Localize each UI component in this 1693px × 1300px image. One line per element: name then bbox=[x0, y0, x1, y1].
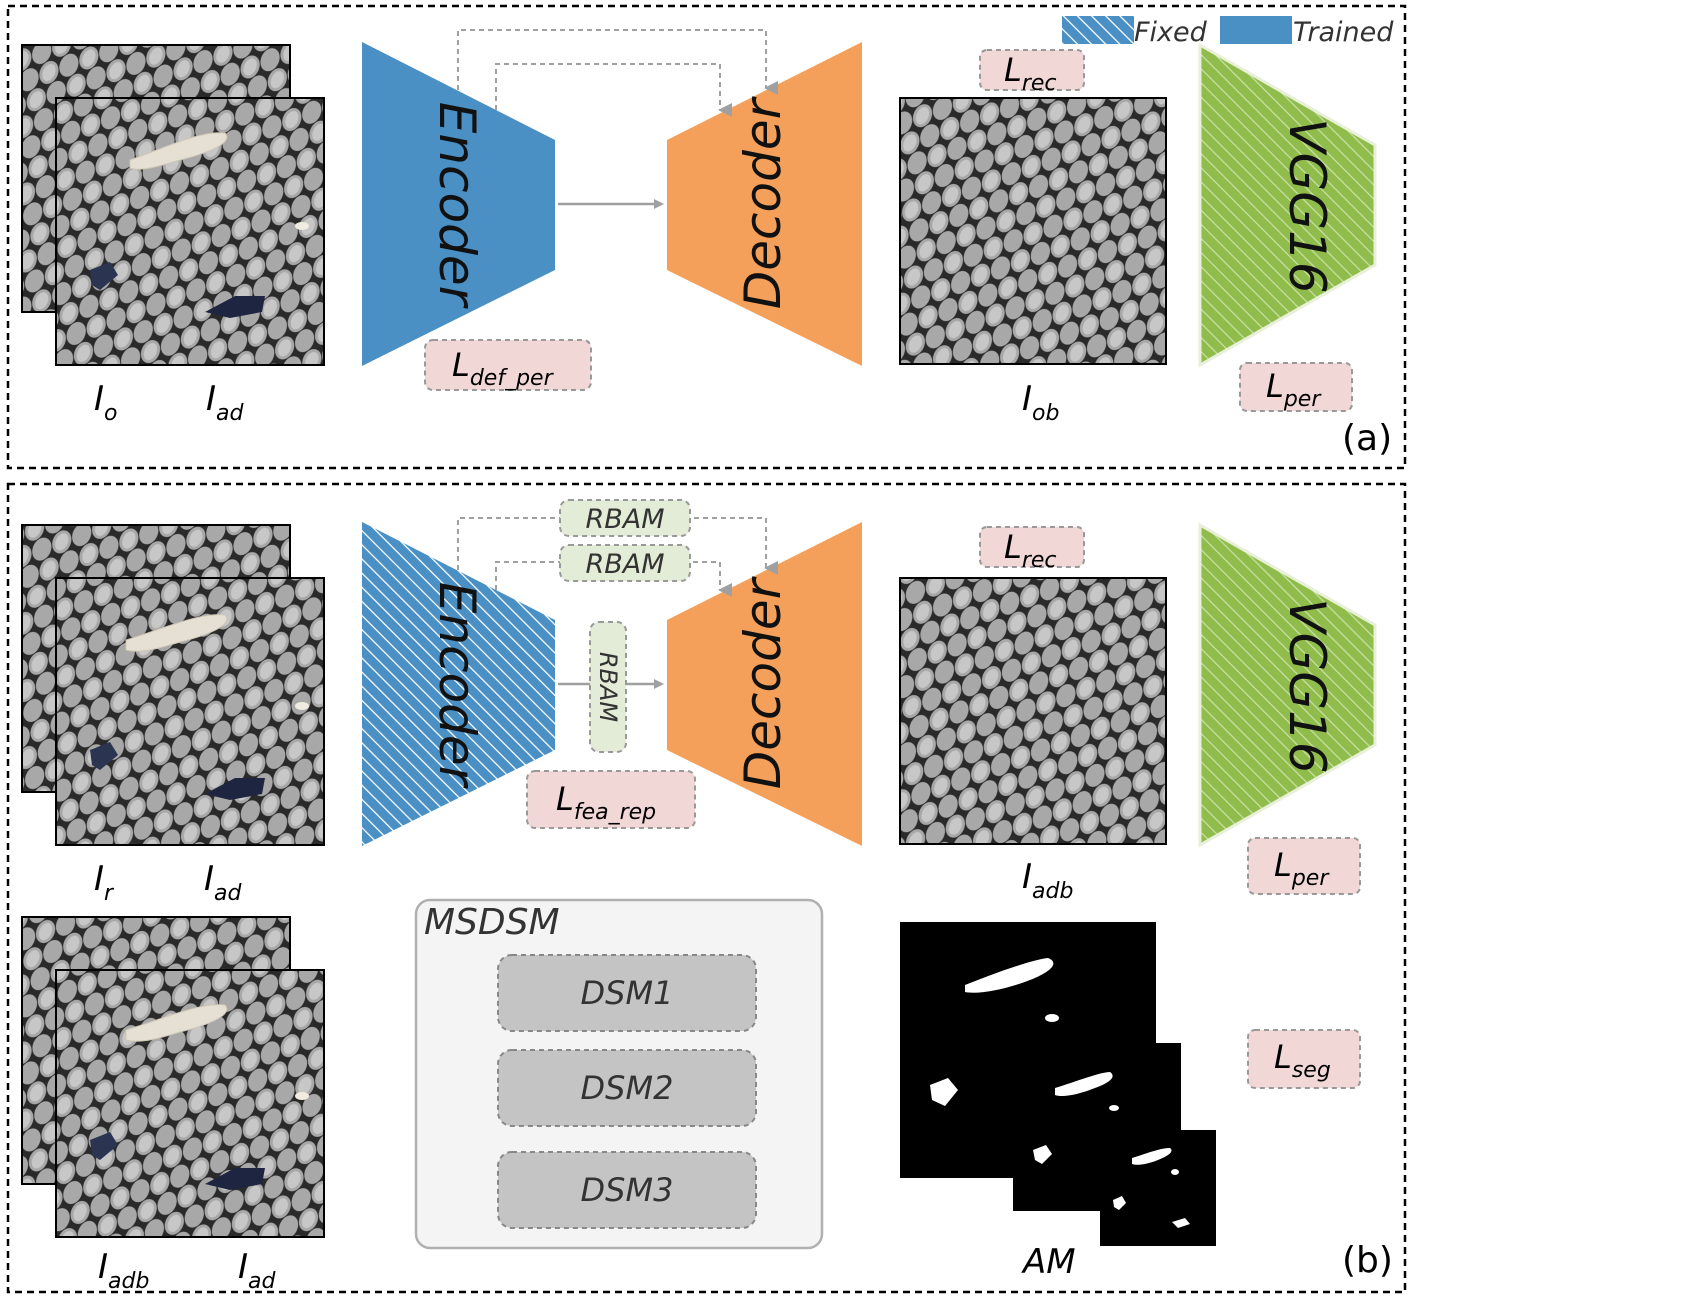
panel-a-border bbox=[6, 4, 1407, 470]
loss-per-b bbox=[1247, 837, 1361, 895]
encoder-b bbox=[362, 522, 555, 846]
encoder-a-label: Encoder bbox=[428, 102, 486, 310]
loss-per-b-text: Lper bbox=[1274, 846, 1330, 891]
rbam-box-mid bbox=[559, 544, 691, 582]
image-iadb bbox=[899, 577, 1167, 845]
rbam-box-top-text: RBAM bbox=[585, 504, 664, 535]
defect-patch bbox=[205, 296, 265, 318]
defect-patch bbox=[90, 1132, 118, 1160]
label-iob: Iob bbox=[1022, 379, 1059, 426]
label-iadb: Iadb bbox=[1022, 857, 1073, 904]
image-iad-b bbox=[55, 577, 325, 846]
legend-fixed-swatch bbox=[1062, 16, 1134, 44]
dsm-module-3-text: DSM3 bbox=[581, 1171, 674, 1209]
defect-patch bbox=[125, 1004, 228, 1042]
defect-patch bbox=[90, 262, 118, 290]
dsm-module-1 bbox=[497, 954, 757, 1032]
label-am: AM bbox=[1021, 1242, 1076, 1282]
encoder-b-label: Encoder bbox=[428, 582, 486, 790]
rbam-box-side-text: RBAM bbox=[594, 652, 622, 723]
legend-trained-swatch bbox=[1220, 16, 1292, 44]
loss-fea-rep bbox=[526, 770, 696, 829]
loss-per-a-text: Lper bbox=[1266, 367, 1322, 412]
loss-rec-a bbox=[979, 49, 1085, 91]
loss-seg-text: Lseg bbox=[1274, 1038, 1331, 1083]
dsm-module-2-text: DSM2 bbox=[581, 1069, 674, 1107]
legend-trained-label: Trained bbox=[1293, 17, 1394, 48]
legend: Fixed Trained bbox=[1062, 16, 1394, 48]
rbam-box-mid-text: RBAM bbox=[585, 549, 664, 580]
label-ir: Ir bbox=[94, 859, 115, 906]
legend-fixed-label: Fixed bbox=[1134, 17, 1208, 48]
loss-rec-b bbox=[979, 526, 1085, 568]
vgg16-b bbox=[1198, 522, 1377, 848]
label-iadb-input: Iadb bbox=[98, 1247, 149, 1294]
image-iad bbox=[55, 97, 325, 366]
loss-per-a bbox=[1239, 362, 1353, 412]
vgg16-a bbox=[1198, 42, 1377, 368]
label-io: Io bbox=[94, 379, 118, 426]
image-iad-b2 bbox=[55, 969, 325, 1238]
label-iad-b: Iad bbox=[204, 859, 243, 906]
defect-patch bbox=[295, 222, 309, 230]
decoder-a bbox=[667, 42, 862, 366]
decoder-b-label: Decoder bbox=[734, 575, 792, 789]
panel-b-border bbox=[6, 482, 1407, 1294]
defect-patch bbox=[125, 614, 228, 652]
msdsm-title: MSDSM bbox=[424, 902, 560, 943]
loss-def-per bbox=[424, 339, 592, 391]
image-iob bbox=[899, 97, 1167, 365]
dsm-module-1-text: DSM1 bbox=[581, 974, 674, 1012]
loss-rec-a-text: Lrec bbox=[1004, 51, 1057, 96]
loss-seg bbox=[1247, 1029, 1361, 1089]
loss-def-per-text: Ldef_per bbox=[452, 346, 555, 391]
vgg16-a-label: VGG16 bbox=[1278, 118, 1336, 293]
panel-b-tag: (b) bbox=[1342, 1240, 1393, 1281]
decoder-b bbox=[667, 522, 862, 846]
skip-connection bbox=[495, 63, 732, 117]
defect-patch bbox=[129, 132, 228, 170]
defect-patch bbox=[295, 1092, 309, 1100]
defect-patch bbox=[205, 778, 265, 800]
defect-patch bbox=[295, 702, 309, 710]
label-iad: Iad bbox=[206, 379, 245, 426]
anomaly-mask-small bbox=[1100, 1130, 1216, 1246]
dsm-module-3 bbox=[497, 1151, 757, 1229]
rbam-box-side bbox=[589, 621, 627, 753]
decoder-a-label: Decoder bbox=[734, 95, 792, 309]
encoder-a bbox=[362, 42, 555, 366]
vgg16-b-label: VGG16 bbox=[1278, 598, 1336, 773]
defect-patch bbox=[90, 742, 118, 770]
skip-connection bbox=[457, 29, 778, 95]
label-iad-b2: Iad bbox=[238, 1247, 277, 1294]
panel-a-tag: (a) bbox=[1342, 418, 1392, 459]
rbam-box-top bbox=[559, 499, 691, 537]
dsm-module-2 bbox=[497, 1049, 757, 1127]
loss-fea-rep-text: Lfea_rep bbox=[556, 780, 656, 825]
loss-rec-b-text: Lrec bbox=[1004, 528, 1057, 573]
defect-patch bbox=[205, 1168, 265, 1190]
